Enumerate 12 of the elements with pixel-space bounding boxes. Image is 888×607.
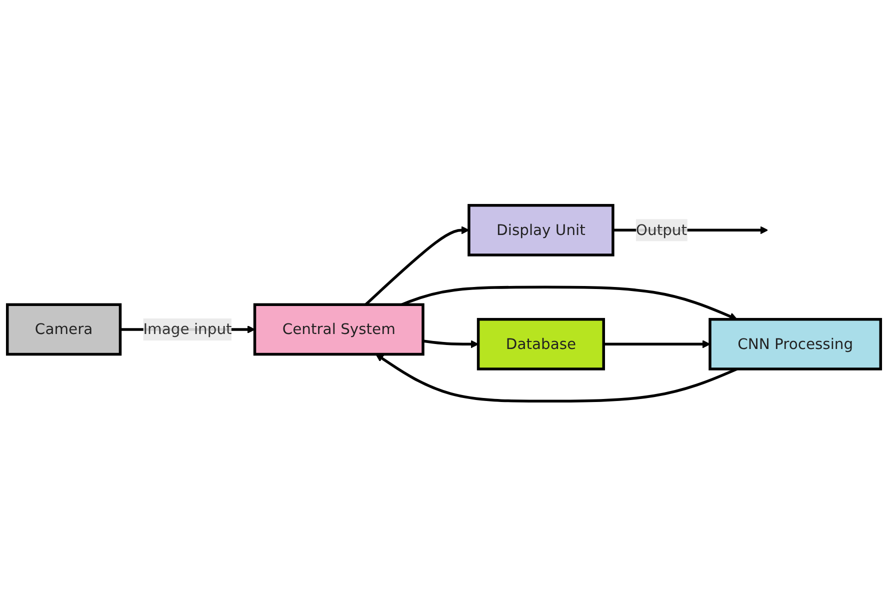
arrow	[401, 286, 738, 320]
node-box: Central System	[253, 304, 424, 356]
arrow	[604, 340, 710, 348]
node-box: Display Unit	[468, 204, 614, 257]
node-box: Camera	[6, 304, 122, 356]
arrow	[364, 226, 470, 306]
node-box: CNN Processing	[708, 318, 882, 371]
arrow	[422, 340, 479, 348]
edge-label: Image input	[143, 320, 232, 338]
node-box: Database	[476, 318, 605, 371]
arrow	[376, 354, 738, 403]
edge-label: Output	[636, 221, 688, 239]
